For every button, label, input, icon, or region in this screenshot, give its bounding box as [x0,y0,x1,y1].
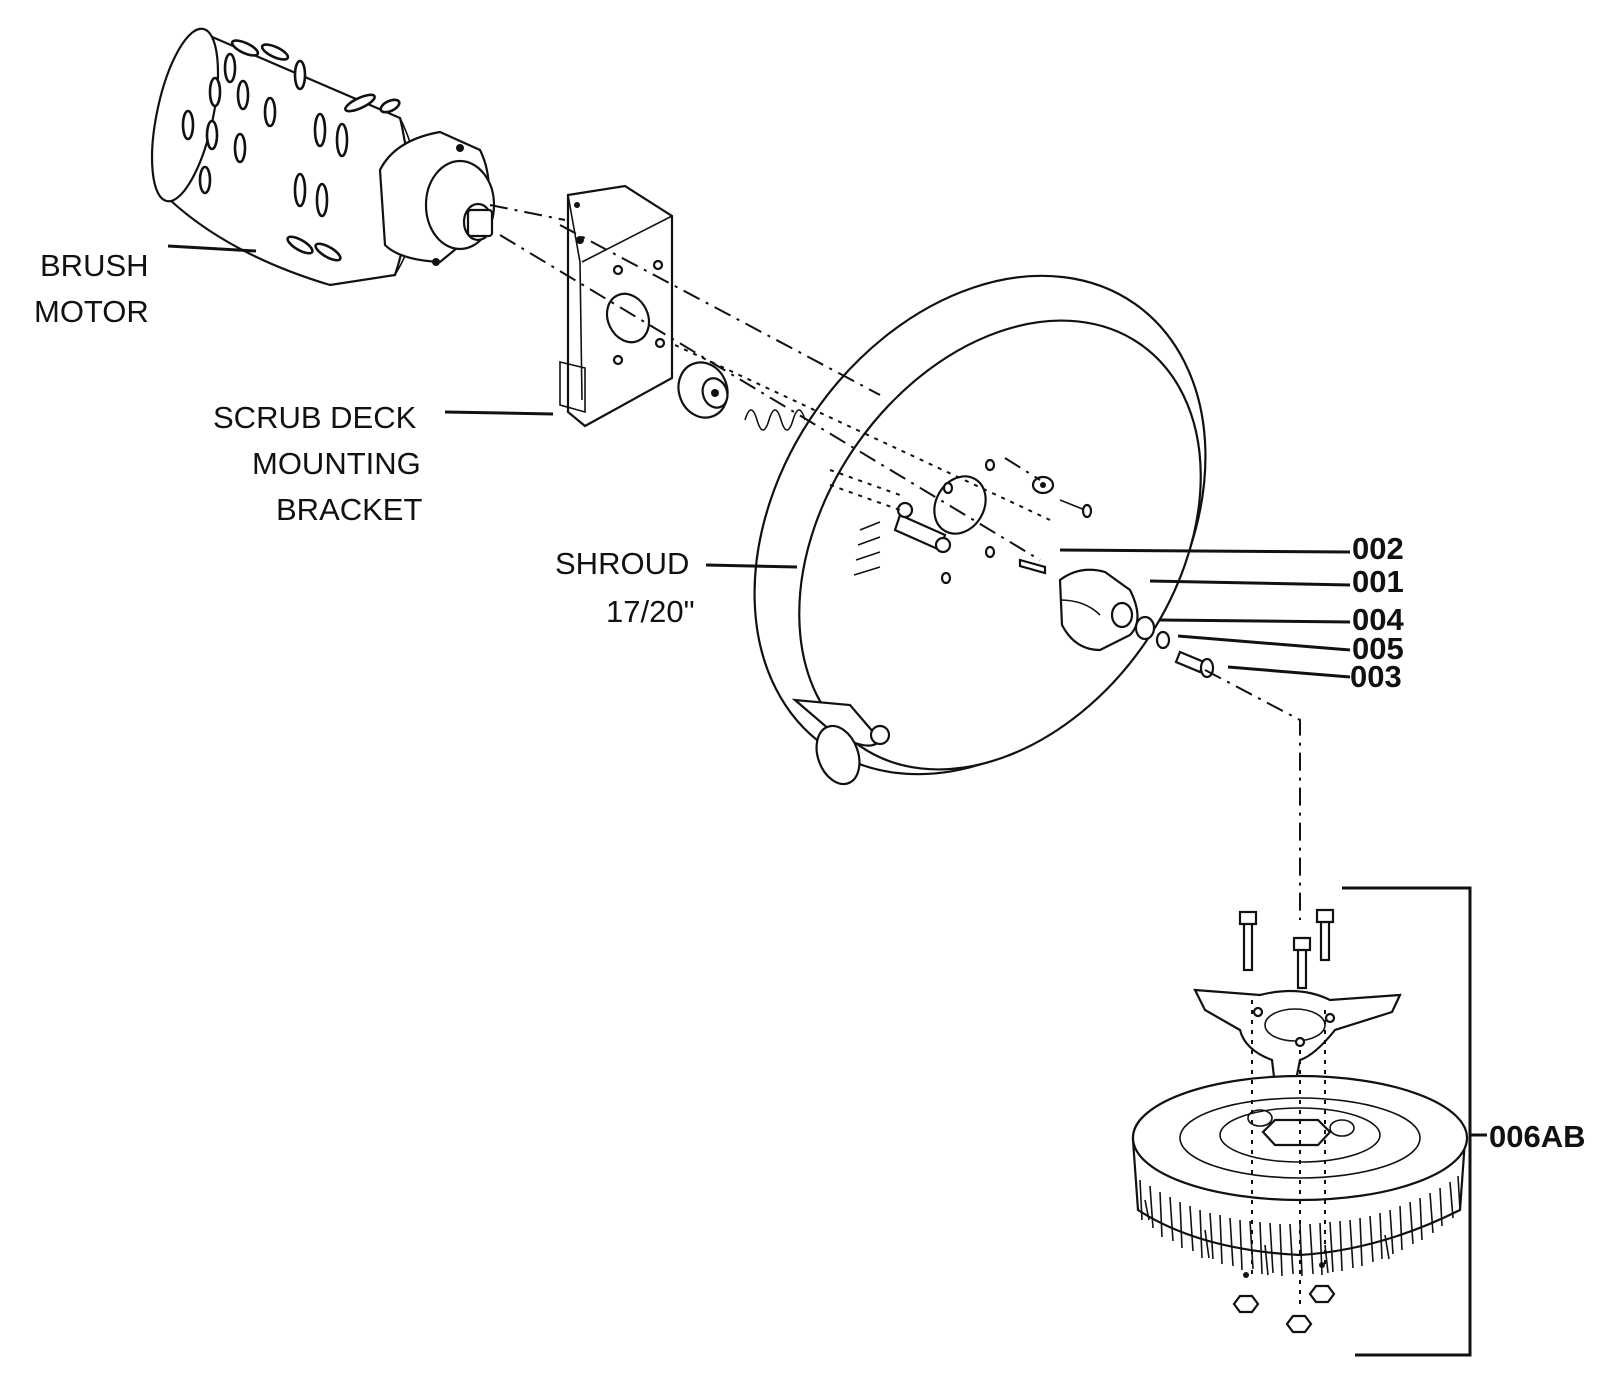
label-part-004: 004 [1352,602,1404,637]
label-bracket-line2: MOUNTING [252,446,421,481]
label-brush-motor-line1: BRUSH [40,248,149,283]
label-shroud-line2: 17/20" [606,594,695,629]
scrub-deck-mounting-bracket [559,184,674,428]
brush-nuts [1232,1262,1336,1334]
label-shroud-line1: SHROUD [555,546,689,581]
part-005-lock-washer [1155,630,1171,650]
drive-coupler [677,361,729,419]
motor-vent-slots [181,39,401,262]
part-003-bolt [1174,650,1215,679]
drive-plate [1193,988,1402,1087]
label-bracket-line3: BRACKET [276,492,422,527]
centerlines [489,204,1326,1310]
part-001-hub [1058,568,1139,652]
label-part-002: 002 [1352,531,1404,566]
brush-motor [150,27,496,287]
brush-bolts [1238,908,1335,990]
label-part-005: 005 [1352,631,1404,666]
label-part-003: 003 [1350,659,1402,694]
leader-lines [167,244,1351,679]
part-002-key [1018,558,1047,575]
part-004-washer [1134,615,1156,641]
shroud-vents [853,521,881,576]
labels: BRUSH MOTOR SCRUB DECK MOUNTING BRACKET … [34,248,1586,1154]
brush-assembly [1131,886,1487,1357]
shroud-screw [1031,475,1093,519]
label-part-001: 001 [1352,564,1404,599]
label-brush-motor-line2: MOTOR [34,294,149,329]
label-part-006ab: 006AB [1489,1119,1586,1154]
label-bracket-line1: SCRUB DECK [213,400,417,435]
